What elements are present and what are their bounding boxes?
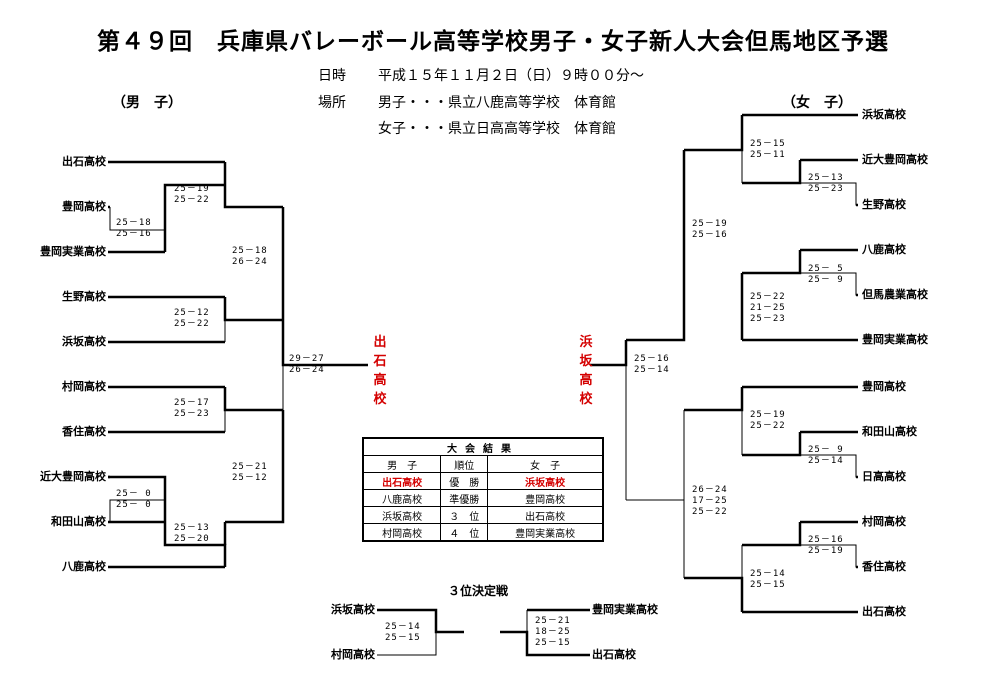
boys-team-1: 出石高校 xyxy=(62,155,106,168)
results-header-girls: 女 子 xyxy=(487,455,604,473)
results-rank-cell: ３ 位 xyxy=(440,506,489,524)
girls-team-2: 近大豊岡高校 xyxy=(862,153,928,166)
girls-score-final: 25－16 25－14 xyxy=(634,354,670,375)
results-header-boys: 男 子 xyxy=(362,455,442,473)
girls-heading: （女 子） xyxy=(782,95,852,111)
girls-champion-char-2: 坂 xyxy=(579,354,593,369)
boys-champion-char-3: 高 xyxy=(373,373,387,388)
third-boys-top: 浜坂高校 xyxy=(331,603,375,616)
results-row: 村岡高校 ４ 位 豊岡実業高校 xyxy=(362,523,604,542)
results-girls-cell: 豊岡高校 xyxy=(487,489,604,507)
boys-team-4: 生野高校 xyxy=(62,290,106,303)
boys-team-9: 和田山高校 xyxy=(51,515,106,528)
girls-champion-char-3: 高 xyxy=(579,373,593,388)
girls-team-12: 出石高校 xyxy=(862,605,906,618)
girls-team-9: 日高高校 xyxy=(862,470,906,483)
boys-team-2: 豊岡高校 xyxy=(62,200,106,213)
results-boys-cell: 八鹿高校 xyxy=(362,489,442,507)
results-boys-cell: 浜坂高校 xyxy=(362,506,442,524)
results-boys-cell: 村岡高校 xyxy=(362,523,442,542)
page-title: 第４９回 兵庫県バレーボール高等学校男子・女子新人大会但馬地区予選 xyxy=(97,28,889,55)
results-caption: 大会結果 xyxy=(362,437,604,456)
results-boys-cell: 出石高校 xyxy=(362,472,442,490)
girls-champion: 浜 坂 高 校 xyxy=(578,333,594,409)
results-row: 浜坂高校 ３ 位 出石高校 xyxy=(362,506,604,524)
girls-team-4: 八鹿高校 xyxy=(862,243,906,256)
boys-team-7: 香住高校 xyxy=(62,425,106,438)
boys-score-q2: 25－12 25－22 xyxy=(174,308,210,329)
girls-champion-char-4: 校 xyxy=(579,392,593,407)
girls-team-1: 浜坂高校 xyxy=(862,108,906,121)
girls-score-f: 25－19 25－22 xyxy=(750,410,786,431)
date-label: 日時 xyxy=(318,68,346,84)
third-place-title: ３位決定戦 xyxy=(448,584,509,598)
girls-team-8: 和田山高校 xyxy=(862,425,917,438)
boys-champion: 出 石 高 校 xyxy=(372,333,388,409)
results-girls-cell: 豊岡実業高校 xyxy=(487,523,604,542)
boys-champion-char-1: 出 xyxy=(373,335,387,350)
results-rank-cell: ４ 位 xyxy=(440,523,489,542)
place-boys: 男子・・・県立八鹿高等学校 体育館 xyxy=(378,95,616,111)
third-girls-bottom: 出石高校 xyxy=(592,648,636,661)
boys-score-sf1: 25－18 26－24 xyxy=(232,246,268,267)
girls-score-i: 25－14 25－15 xyxy=(750,569,786,590)
boys-score-q3: 25－17 25－23 xyxy=(174,398,210,419)
third-girls-score: 25－21 18－25 25－15 xyxy=(535,616,571,648)
girls-score-d: 25－22 21－25 25－23 xyxy=(750,292,786,324)
third-boys-bottom: 村岡高校 xyxy=(331,648,375,661)
results-row: 出石高校 優 勝 浜坂高校 xyxy=(362,472,604,490)
girls-score-j: 26－24 17－25 25－22 xyxy=(692,485,728,517)
results-header-rank: 順位 xyxy=(440,455,489,473)
boys-team-5: 浜坂高校 xyxy=(62,335,106,348)
boys-champion-char-4: 校 xyxy=(373,392,387,407)
results-row: 八鹿高校 準優勝 豊岡高校 xyxy=(362,489,604,507)
boys-team-8: 近大豊岡高校 xyxy=(40,470,106,483)
place-girls: 女子・・・県立日高高等学校 体育館 xyxy=(378,121,616,137)
girls-team-7: 豊岡高校 xyxy=(862,380,906,393)
girls-score-b: 25－13 25－23 xyxy=(808,173,844,194)
boys-score-final: 29－27 26－24 xyxy=(289,354,325,375)
girls-team-5: 但馬農業高校 xyxy=(862,288,928,301)
girls-score-c: 25－ 5 25－ 9 xyxy=(808,264,844,285)
boys-score-r1-top: 25－18 25－16 xyxy=(116,218,152,239)
girls-team-3: 生野高校 xyxy=(862,198,906,211)
third-girls-top: 豊岡実業高校 xyxy=(592,603,658,616)
girls-team-6: 豊岡実業高校 xyxy=(862,333,928,346)
boys-score-q1: 25－19 25－22 xyxy=(174,184,210,205)
results-table: 大会結果 男 子 順位 女 子 出石高校 優 勝 浜坂高校 八鹿高校 準優勝 豊… xyxy=(362,437,604,542)
place-label: 場所 xyxy=(318,95,346,111)
results-girls-cell: 浜坂高校 xyxy=(487,472,604,490)
boys-team-10: 八鹿高校 xyxy=(62,560,106,573)
girls-team-11: 香住高校 xyxy=(862,560,906,573)
boys-score-q4: 25－13 25－20 xyxy=(174,523,210,544)
boys-score-sf2: 25－21 25－12 xyxy=(232,462,268,483)
girls-score-e: 25－19 25－16 xyxy=(692,219,728,240)
boys-score-r1-bottom: 25－ 0 25－ 0 xyxy=(116,489,152,510)
results-girls-cell: 出石高校 xyxy=(487,506,604,524)
girls-score-g: 25－ 9 25－14 xyxy=(808,445,844,466)
girls-team-10: 村岡高校 xyxy=(862,515,906,528)
girls-champion-char-1: 浜 xyxy=(579,335,593,350)
boys-heading: （男 子） xyxy=(112,95,182,111)
results-rank-cell: 優 勝 xyxy=(440,472,489,490)
girls-score-a: 25－15 25－11 xyxy=(750,139,786,160)
boys-team-3: 豊岡実業高校 xyxy=(40,245,106,258)
boys-team-6: 村岡高校 xyxy=(62,380,106,393)
third-boys-score: 25－14 25－15 xyxy=(385,622,421,643)
boys-champion-char-2: 石 xyxy=(373,354,387,369)
girls-score-h: 25－16 25－19 xyxy=(808,535,844,556)
results-rank-cell: 準優勝 xyxy=(440,489,489,507)
date-value: 平成１５年１１月２日（日）９時００分～ xyxy=(378,68,644,84)
